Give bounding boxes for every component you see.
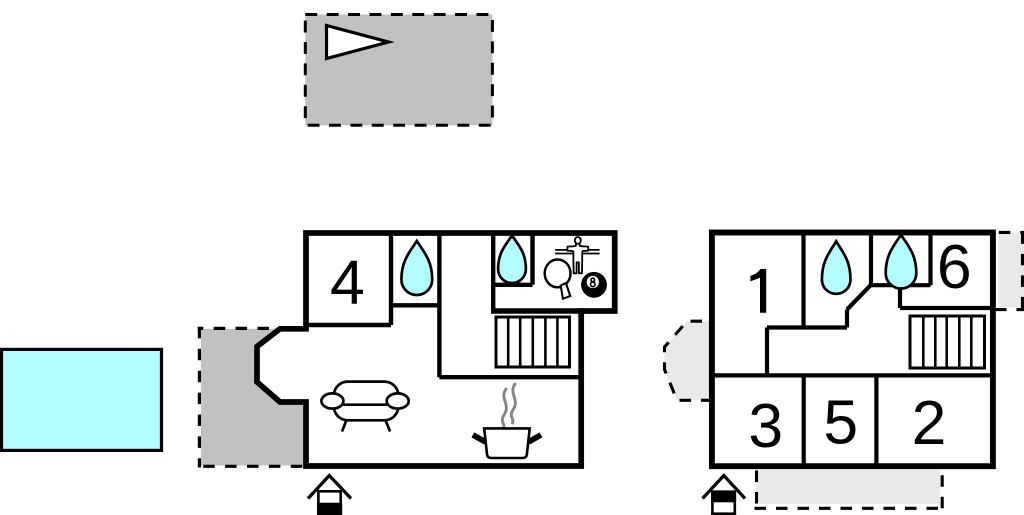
svg-text:4: 4 bbox=[330, 247, 365, 317]
svg-text:6: 6 bbox=[937, 232, 972, 302]
svg-text:3: 3 bbox=[748, 391, 783, 461]
svg-text:5: 5 bbox=[823, 388, 858, 458]
svg-text:2: 2 bbox=[912, 388, 947, 458]
